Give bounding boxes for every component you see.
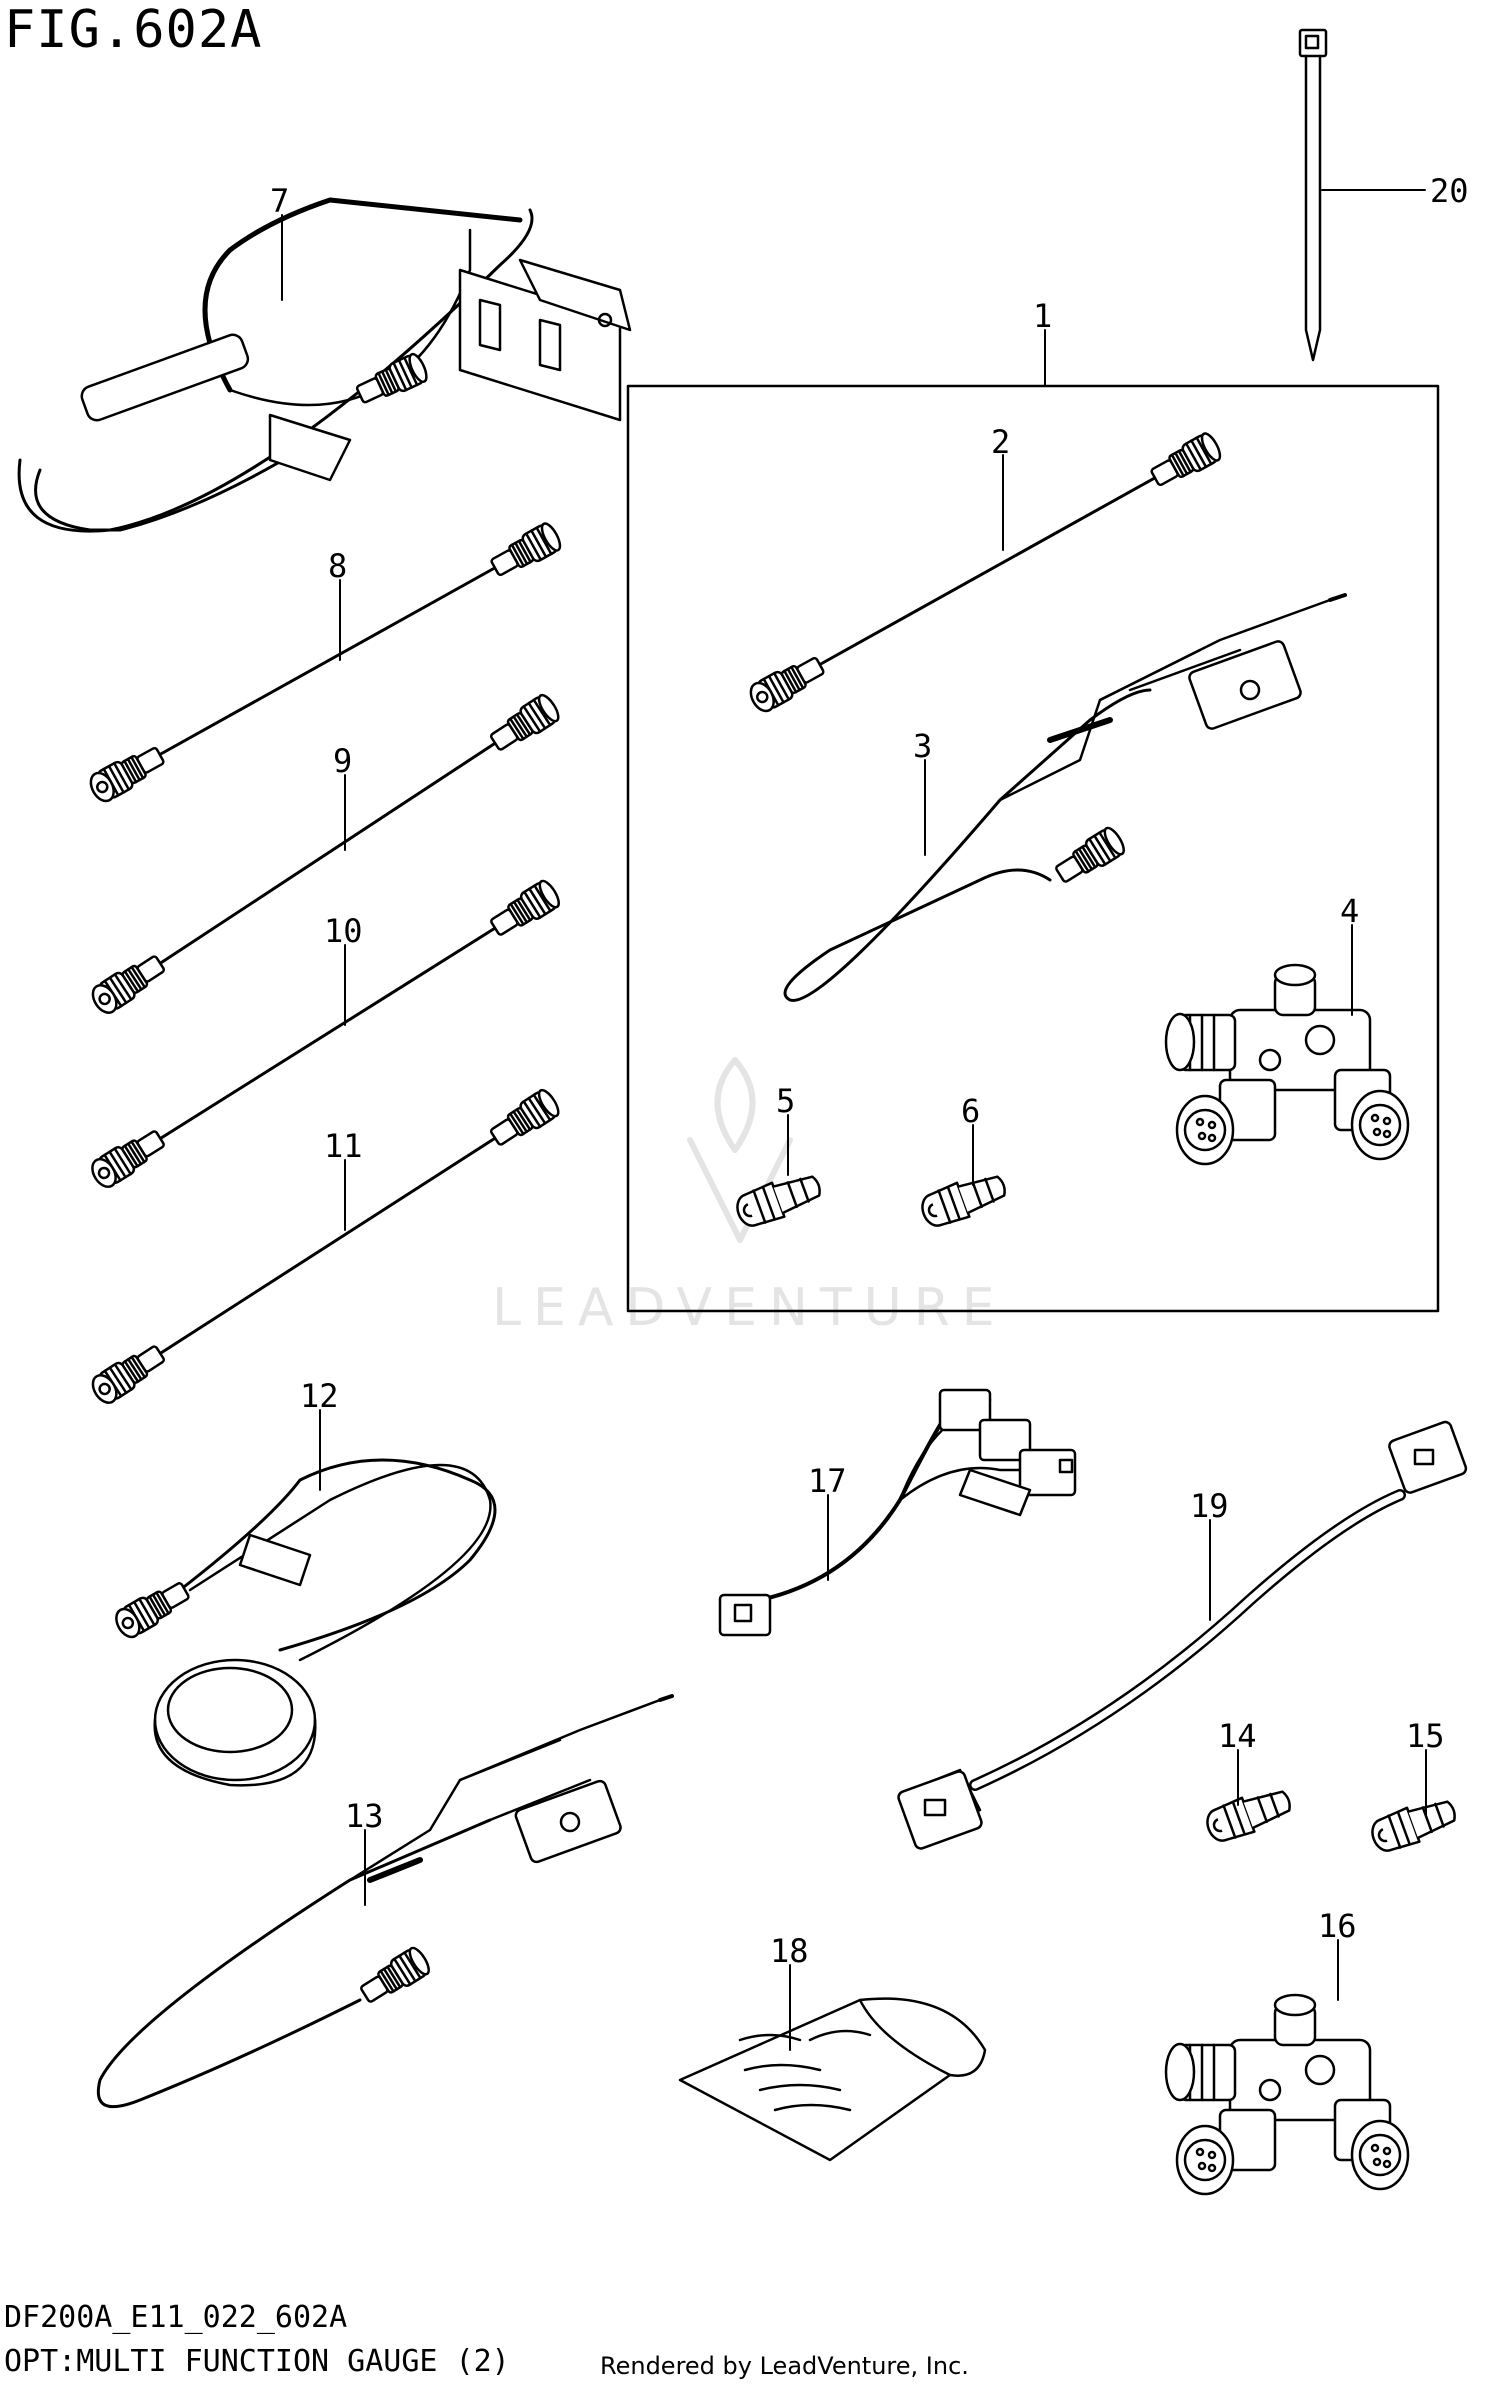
callout-2: 2	[991, 423, 1010, 461]
callout-11: 11	[324, 1127, 363, 1165]
part-3-power-cable	[783, 593, 1347, 1002]
callout-16: 16	[1318, 1907, 1357, 1945]
figure-title: FIG.602A	[4, 0, 263, 60]
part-3-connector	[1050, 823, 1129, 889]
callout-9: 9	[333, 742, 352, 780]
part-10-backbone-cable	[86, 876, 564, 1193]
watermark-text: LEADVENTURE	[492, 1278, 1007, 1338]
callout-10: 10	[324, 912, 363, 950]
callout-6: 6	[961, 1092, 980, 1130]
part-19-extension-harness	[897, 1420, 1468, 1850]
part-14-terminator	[1201, 1781, 1297, 1848]
figure-code: DF200A_E11_022_602A	[4, 2300, 348, 2335]
callout-12: 12	[300, 1377, 339, 1415]
callout-20: 20	[1430, 172, 1469, 210]
part-20-cable-tie	[1298, 28, 1328, 362]
figure-description: OPT:MULTI FUNCTION GAUGE (2)	[4, 2344, 510, 2379]
part-2-drop-cable	[745, 429, 1225, 717]
part-11-backbone-cable	[86, 1086, 564, 1409]
callout-13: 13	[345, 1797, 384, 1835]
callout-17: 17	[808, 1462, 847, 1500]
callout-18: 18	[770, 1932, 809, 1970]
part-6-terminator	[916, 1166, 1012, 1233]
part-13-power-cable	[97, 1694, 674, 2109]
part-5-terminator	[731, 1166, 827, 1233]
rendered-by-credit: Rendered by LeadVenture, Inc.	[600, 2352, 969, 2380]
callout-7: 7	[270, 182, 289, 220]
part-15-terminator	[1366, 1791, 1462, 1858]
callout-8: 8	[328, 547, 347, 585]
callout-4: 4	[1340, 892, 1359, 930]
part-16-t-connector	[1164, 1993, 1410, 2196]
part-7-connector	[352, 350, 432, 410]
callout-1: 1	[1033, 297, 1052, 335]
leadventure-watermark-logo	[687, 1057, 793, 1243]
part-13-connector	[355, 1943, 434, 2009]
part-9-backbone-cable	[86, 691, 564, 1019]
part-17-y-harness	[718, 1388, 1077, 1637]
part-12-gps-antenna	[153, 1458, 497, 1787]
callout-5: 5	[776, 1082, 795, 1120]
part-18-parts-bag	[678, 1997, 987, 2162]
callout-3: 3	[913, 727, 932, 765]
kit-box-outline	[626, 384, 1440, 1313]
part-12-connector	[110, 1575, 194, 1643]
callout-14: 14	[1218, 1717, 1257, 1755]
part-7-transducer	[17, 197, 632, 533]
part-8-backbone-cable	[85, 519, 565, 807]
callout-19: 19	[1190, 1487, 1229, 1525]
callout-15: 15	[1406, 1717, 1445, 1755]
part-4-t-connector	[1164, 963, 1410, 1166]
leader-lines	[281, 189, 1427, 2051]
